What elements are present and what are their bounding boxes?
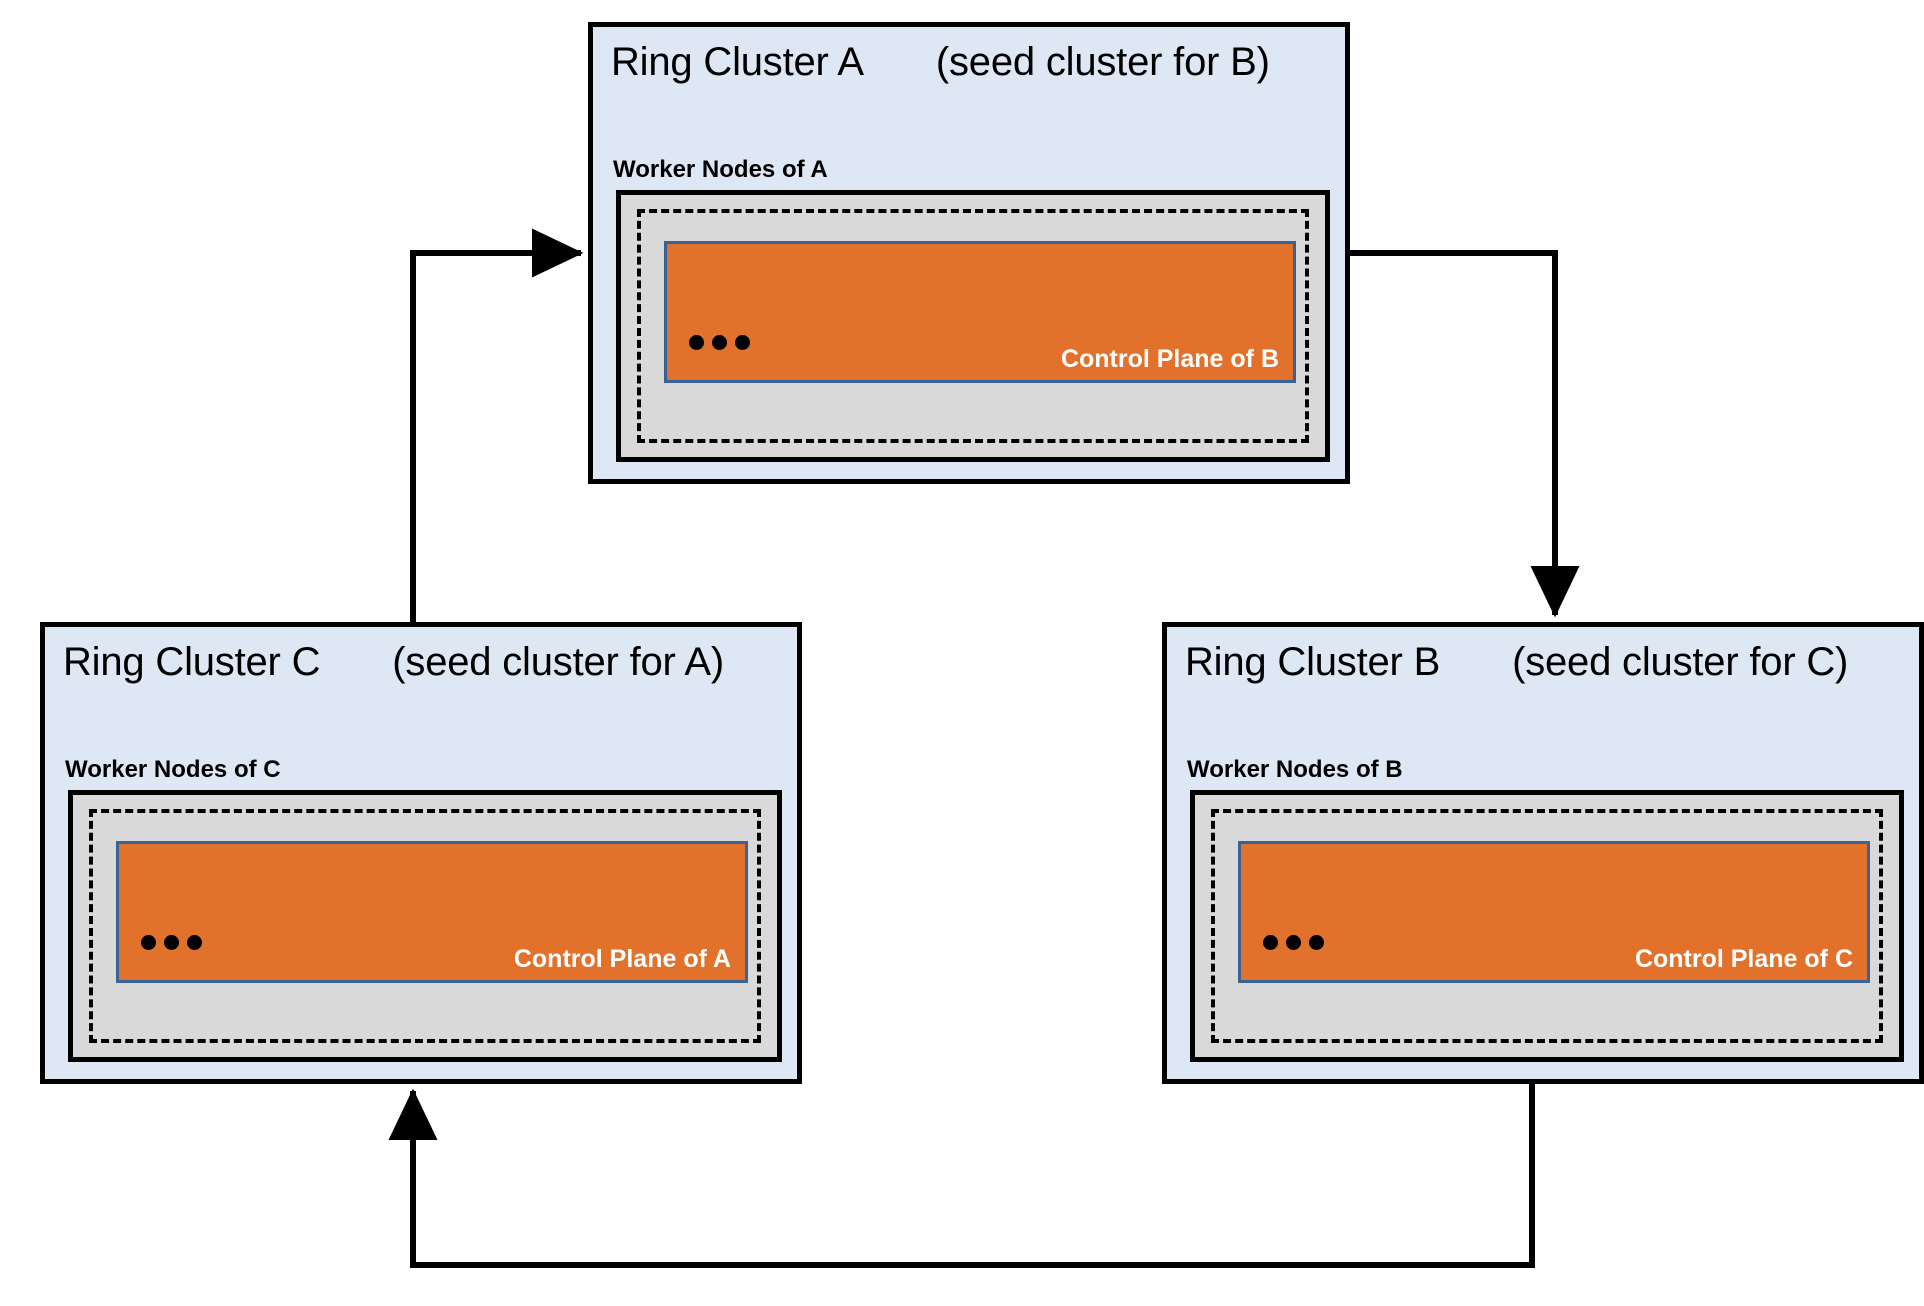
cluster-b-title: Ring Cluster B (seed cluster for C) [1185,639,1848,685]
cluster-c-seed-note: (seed cluster for A) [392,640,724,684]
arrow-b-to-c [388,1084,1535,1268]
cluster-b-control-plane-box[interactable]: Control Plane of C [1238,841,1870,983]
dot [141,935,156,950]
ring-cluster-a[interactable]: Ring Cluster A (seed cluster for B) Worke… [588,22,1350,484]
dot [1286,935,1301,950]
dot [735,335,750,350]
cluster-a-worker-boundary [637,209,1309,443]
cluster-c-control-plane-label: Control Plane of A [513,945,731,973]
cluster-c-ellipsis-icon [141,935,202,950]
cluster-b-name: Ring Cluster B [1185,640,1441,684]
cluster-a-worker-label: Worker Nodes of A [613,156,828,183]
dot [1263,935,1278,950]
dot [1309,935,1324,950]
cluster-c-worker-label: Worker Nodes of C [65,756,281,783]
cluster-a-title: Ring Cluster A (seed cluster for B) [611,39,1270,85]
cluster-b-worker-nodes-box[interactable]: Control Plane of C [1190,790,1904,1062]
cluster-a-name: Ring Cluster A [611,40,864,84]
ring-cluster-b[interactable]: Ring Cluster B (seed cluster for C) Worke… [1162,622,1924,1084]
cluster-b-seed-note: (seed cluster for C) [1512,640,1849,684]
cluster-b-ellipsis-icon [1263,935,1324,950]
arrow-a-to-b [1350,250,1580,618]
cluster-c-worker-nodes-box[interactable]: Control Plane of A [68,790,782,1062]
ring-cluster-c[interactable]: Ring Cluster C (seed cluster for A) Worke… [40,622,802,1084]
cluster-a-ellipsis-icon [689,335,750,350]
cluster-a-control-plane-box[interactable]: Control Plane of B [664,241,1296,383]
dot [712,335,727,350]
dot [187,935,202,950]
cluster-b-worker-boundary [1211,809,1883,1043]
cluster-a-control-plane-label: Control Plane of B [1060,345,1279,373]
cluster-a-seed-note: (seed cluster for B) [935,40,1270,84]
dot [689,335,704,350]
cluster-c-worker-boundary [89,809,761,1043]
cluster-b-control-plane-label: Control Plane of C [1634,945,1853,973]
cluster-c-title: Ring Cluster C (seed cluster for A) [63,639,724,685]
cluster-c-name: Ring Cluster C [63,640,321,684]
arrow-c-to-a [410,228,584,622]
cluster-c-control-plane-box[interactable]: Control Plane of A [116,841,748,983]
cluster-a-worker-nodes-box[interactable]: Control Plane of B [616,190,1330,462]
dot [164,935,179,950]
cluster-b-worker-label: Worker Nodes of B [1187,756,1403,783]
